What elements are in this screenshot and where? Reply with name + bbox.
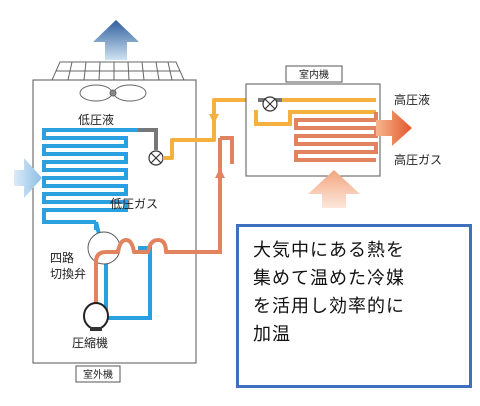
outdoor-unit-label: 室外機	[83, 368, 113, 381]
flow-arrow-icon	[215, 168, 225, 178]
indoor-unit-label: 室内機	[299, 68, 329, 81]
intake-arrow-icon	[308, 170, 360, 208]
label-low-pressure-gas: 低圧ガス	[110, 197, 158, 211]
compressor-icon	[83, 296, 109, 331]
high-pressure-liquid-line	[163, 98, 258, 160]
callout-text: 大気中にある熱を 集めて温めた冷媒 を活用し効率的に 加温	[253, 240, 405, 345]
callout-box: 大気中にある熱を 集めて温めた冷媒 を活用し効率的に 加温	[236, 224, 472, 388]
low-pressure-coil	[42, 128, 138, 224]
intake-arrow-icon	[14, 158, 42, 198]
indoor-coil-gas	[220, 112, 378, 164]
label-high-pressure-liquid: 高圧液	[394, 92, 430, 107]
expansion-valve-icon	[148, 150, 164, 166]
label-compressor: 圧縮機	[72, 335, 108, 350]
outdoor-unit-label-box	[75, 365, 121, 383]
label-four-way-valve: 四路切換弁	[50, 250, 86, 281]
fan-icon	[79, 84, 147, 102]
output-arrow-icon	[376, 110, 412, 146]
label-high-pressure-gas: 高圧ガス	[394, 152, 442, 167]
four-way-valve	[87, 231, 121, 265]
indoor-coil-liquid	[254, 98, 376, 126]
expansion-valve-icon	[258, 96, 282, 112]
indoor-unit-label-box	[285, 65, 343, 83]
gray-pipe	[138, 128, 158, 150]
label-low-pressure-liquid: 低圧液	[78, 112, 114, 127]
exhaust-arrow-icon	[93, 20, 139, 60]
flow-arrow-icon	[209, 114, 219, 124]
heat-exchanger-grid-icon	[51, 61, 185, 81]
